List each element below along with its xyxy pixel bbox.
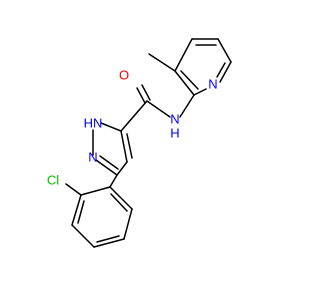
bond-c-cl [65,183,82,196]
bond-phenyl-4 [93,238,125,248]
molecule-structure: O N H N HN N Cl [47,38,232,248]
atom-label-amide-h: H [170,125,179,140]
bond-pyridine-inner-3 [216,62,226,78]
bond-pyrazole-c4-c5-b [126,133,133,159]
bond-amide-n-pyridine [179,94,195,118]
atom-label-pyrazole-nh: HN [84,115,103,130]
bond-pyridine-c5-c6 [217,38,232,63]
bond-pyridine-c6-n [219,61,232,83]
bond-phenyl-inner-2 [96,235,120,243]
bond-lines [65,38,232,248]
bond-pyrazole-c4-c5-a [120,130,128,163]
atom-labels: O N H N HN N Cl [47,67,218,187]
bond-amide-pyrazole [120,100,148,132]
bond-pyridine-n-c2 [193,88,207,96]
molecule-diagram: O N H N HN N Cl [46,38,232,248]
bond-methyl [148,53,176,72]
bond-pyridine-c3-c4 [174,38,193,72]
atom-label-pyridine-n: N [208,76,217,91]
bond-phenyl-3 [71,224,95,248]
bond-phenyl-inner-3 [110,193,128,212]
bond-phenyl-inner-1 [77,200,85,224]
bond-pyridine-c2-c3 [174,70,195,96]
bond-pyrazole-c3-c4 [116,161,128,176]
bond-carbonyl-1 [136,87,146,104]
bond-pyrazole-n2-c3-b [99,155,119,170]
bond-phenyl-1 [80,186,111,196]
atom-label-oxygen: O [119,67,129,82]
bond-carbonyl-2 [141,84,151,101]
bond-pyrazole-n2-c3-a [95,159,118,176]
bond-phenyl-5 [123,208,133,240]
bond-pyrazole-phenyl [109,174,118,188]
bond-phenyl-2 [71,194,82,226]
atom-label-chlorine: Cl [47,172,59,187]
bond-amide-c-n [146,100,171,118]
atom-label-pyrazole-n: N [88,149,97,164]
atom-label-amide-n: N [170,111,179,126]
bond-pyridine-inner-1 [180,70,199,90]
bond-phenyl-6 [109,186,133,210]
bond-pyrazole-c5-n1 [100,122,122,132]
